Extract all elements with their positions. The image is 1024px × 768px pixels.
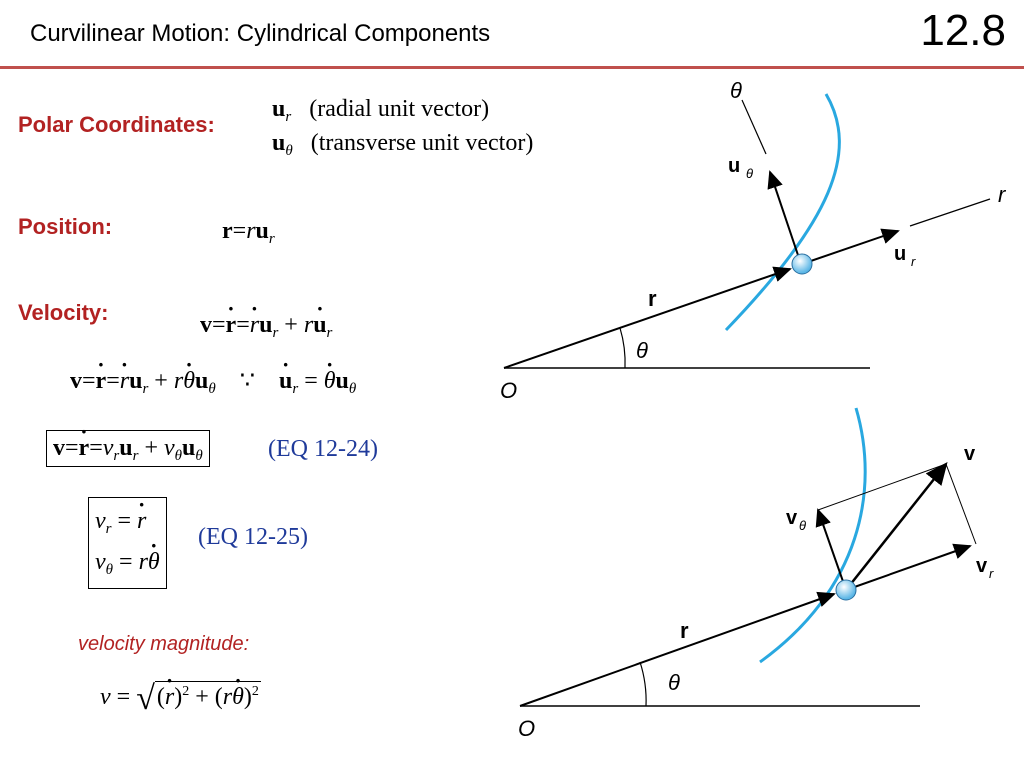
position-label: Position: <box>18 214 113 239</box>
eq-12-25-reference: (EQ 12-25) <box>198 524 308 550</box>
eq-12-25-box: vr = r vθ = rθ <box>88 497 167 589</box>
ur-subscript: r <box>911 254 916 269</box>
particle <box>791 253 813 275</box>
origin-label: O <box>518 716 535 741</box>
parallelogram-right <box>945 463 977 545</box>
position-vector-label: r <box>648 286 657 311</box>
eq-12-24-box: v=r=vrur + vθuθ <box>46 430 210 467</box>
utheta-subscript: θ <box>746 166 753 181</box>
ur-label: u <box>894 243 906 265</box>
utheta-description: (transverse unit vector) <box>310 130 534 156</box>
vtheta-subscript: θ <box>799 518 806 533</box>
slide-title: Curvilinear Motion: Cylindrical Componen… <box>30 20 491 47</box>
header-divider <box>0 66 1024 69</box>
velocity-components-figure: v v θ v r r θ O <box>518 407 994 741</box>
angle-arc <box>619 327 626 369</box>
v-label: v <box>964 443 976 465</box>
ur-arrow <box>801 228 900 265</box>
ur-description: (radial unit vector) <box>309 96 490 122</box>
trajectory-path <box>724 93 841 332</box>
trajectory-path <box>759 407 867 664</box>
velocity-magnitude-equation: v = √(r)2 + (rθ)2 <box>100 675 261 717</box>
vr-subscript: r <box>989 566 994 581</box>
vtheta-arrow <box>815 508 847 591</box>
because-symbol: ∵ <box>239 368 255 394</box>
ur-definition: ur (radial unit vector) <box>272 96 490 125</box>
vr-label: v <box>976 555 988 577</box>
angle-label: θ <box>636 338 648 363</box>
vr-equation: vr = r <box>95 502 160 543</box>
eq-12-24-reference: (EQ 12-24) <box>268 436 378 462</box>
utheta-definition: uθ (transverse unit vector) <box>272 130 534 159</box>
origin-label: O <box>500 378 517 403</box>
r-axis-label: r <box>998 182 1007 207</box>
section-number: 12.8 <box>920 6 1006 55</box>
utheta-label: u <box>728 155 740 177</box>
polar-coordinates-label: Polar Coordinates: <box>18 112 215 137</box>
utheta-arrow <box>767 170 802 265</box>
velocity-magnitude-label: velocity magnitude: <box>78 633 250 655</box>
position-vector <box>519 591 836 707</box>
v-arrow <box>845 462 948 591</box>
velocity-equation-2: v=r=rur + rθuθ ∵ ur = θuθ <box>70 366 356 397</box>
vr-arrow <box>845 543 972 591</box>
angle-arc <box>639 661 647 707</box>
vtheta-label: v <box>786 507 798 529</box>
angle-label: θ <box>668 670 680 695</box>
position-equation: r=rur <box>222 218 275 247</box>
vtheta-equation: vθ = rθ <box>95 543 160 584</box>
position-vector <box>503 266 792 369</box>
theta-axis-label: θ <box>730 78 742 103</box>
transverse-axis-line <box>741 99 767 155</box>
position-vector-label: r <box>680 618 689 643</box>
velocity-label: Velocity: <box>18 300 109 325</box>
polar-unit-vectors-figure: θ u θ r u r r θ O <box>500 78 1007 403</box>
parallelogram-top <box>817 463 947 511</box>
velocity-equation-1: v=r=rur + rur <box>200 312 332 341</box>
radial-axis-line <box>909 198 991 227</box>
particle <box>835 579 857 601</box>
